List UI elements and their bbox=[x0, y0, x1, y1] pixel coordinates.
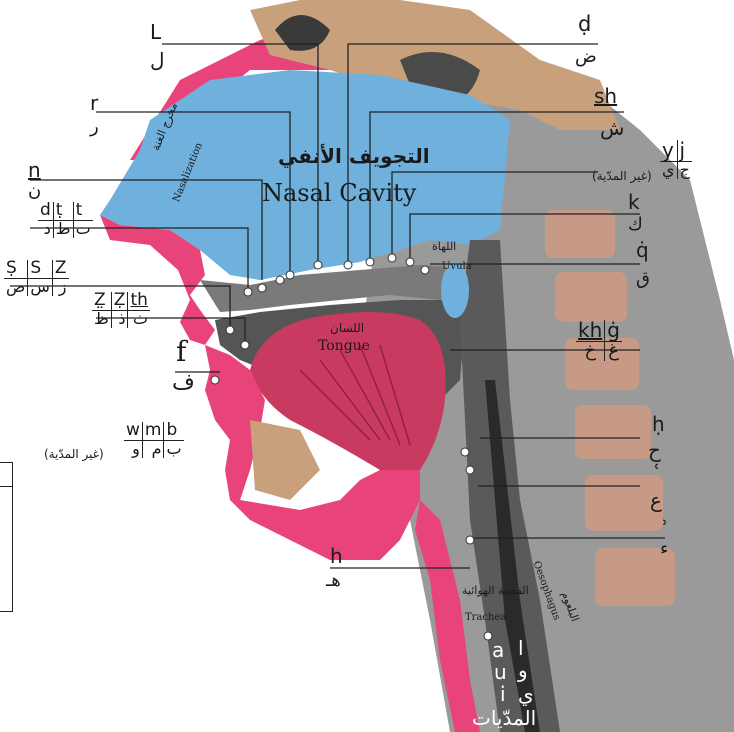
label-th-ar: ث bbox=[128, 310, 150, 327]
label-k-ar: ك bbox=[628, 216, 643, 234]
vowels-caption: المدّيات bbox=[472, 708, 536, 728]
label-L-ar: ل bbox=[150, 50, 165, 70]
vowel-a-lat: a bbox=[492, 640, 504, 660]
label-r-ar: ر bbox=[90, 118, 99, 136]
label-w-ar: و bbox=[124, 440, 142, 457]
side-box-divider bbox=[0, 486, 12, 487]
label-hamza-lat: ʾ bbox=[662, 518, 668, 538]
label-y-lat: y bbox=[660, 140, 677, 162]
label-j-ar: ج bbox=[677, 162, 692, 179]
label-z-dot-ar: ذ bbox=[111, 310, 128, 327]
label-sh-ar: ش bbox=[600, 118, 624, 138]
vowel-u-lat: u bbox=[494, 662, 507, 682]
label-z-under-lat: Z̤ bbox=[92, 292, 111, 310]
label-h-lat: h bbox=[330, 546, 343, 566]
label-s-s-z-table: Ṣ S Z ص س ز bbox=[4, 260, 69, 296]
label-y-j-table: y j ي ج bbox=[660, 140, 692, 179]
label-n-ar: ن bbox=[28, 182, 41, 200]
label-b-lat: b bbox=[164, 422, 184, 440]
label-th-lat: th bbox=[128, 292, 150, 310]
vowel-a-ar: ا bbox=[518, 638, 524, 658]
label-r-lat: r bbox=[90, 93, 98, 113]
label-z-z-th-table: Z̤ Ẓ th ظ ذ ث bbox=[92, 292, 150, 328]
label-b-ar: ب bbox=[164, 440, 184, 457]
label-ayn-ar: ع bbox=[650, 490, 662, 510]
label-h-dot-ar: ح bbox=[648, 440, 661, 460]
label-s-dot-ar: ص bbox=[4, 278, 28, 295]
label-kh-ar: خ bbox=[576, 342, 605, 361]
label-t-lat: t bbox=[73, 202, 93, 220]
label-n-lat: n bbox=[28, 160, 41, 180]
label-s-lat: S bbox=[28, 260, 53, 278]
label-z-under-ar: ظ bbox=[92, 310, 111, 327]
label-d-dot-ar: ض bbox=[575, 48, 597, 66]
label-w-m-b-table: w m b و م ب bbox=[124, 422, 184, 458]
label-y-ar: ي bbox=[660, 162, 677, 179]
label-d-dot-lat: ḍ bbox=[578, 14, 591, 35]
label-q-ar: ق bbox=[636, 270, 650, 288]
label-ayn-lat: ʿ bbox=[654, 462, 660, 482]
label-kh-gh-table: kh ġ خ غ bbox=[576, 320, 622, 361]
label-w-lat: w bbox=[124, 422, 142, 440]
label-s-dot-lat: Ṣ bbox=[4, 260, 28, 278]
label-h-ar: هـ bbox=[326, 572, 341, 590]
label-t-dot-lat: ṭ bbox=[53, 202, 73, 220]
label-hamza-ar: ء bbox=[660, 540, 668, 558]
vowel-i-ar: ي bbox=[518, 684, 534, 704]
label-z-dot-lat: Ẓ bbox=[111, 292, 128, 310]
label-d-ar: د bbox=[38, 220, 53, 237]
label-y-note: (غير المدّية) bbox=[592, 170, 652, 182]
label-gh-ar: غ bbox=[605, 342, 622, 361]
label-k-lat: k bbox=[628, 192, 640, 212]
label-d-lat: d bbox=[38, 202, 53, 220]
side-box bbox=[0, 462, 13, 612]
label-kh-lat: kh bbox=[576, 320, 605, 342]
label-m-ar: م bbox=[142, 440, 164, 457]
label-j-lat: j bbox=[677, 140, 692, 162]
label-t-dot-ar: ط bbox=[53, 220, 73, 237]
label-s-ar: س bbox=[28, 278, 53, 295]
vowel-u-ar: و bbox=[518, 660, 528, 680]
label-f-ar: ف bbox=[172, 372, 195, 394]
label-L-lat: L bbox=[150, 22, 161, 42]
label-t-ar: ت bbox=[73, 220, 93, 237]
label-f-lat: f bbox=[176, 338, 186, 366]
label-wmb-note: (غير المدّية) bbox=[44, 448, 104, 460]
label-z-lat: Z bbox=[52, 260, 68, 278]
label-z-ar: ز bbox=[52, 278, 68, 295]
label-gh-lat: ġ bbox=[605, 320, 622, 342]
label-d-t-t-table: d ṭ t د ط ت bbox=[38, 202, 93, 238]
label-m-lat: m bbox=[142, 422, 164, 440]
label-sh-lat: sh bbox=[594, 86, 617, 106]
vowel-i-lat: i bbox=[500, 684, 506, 704]
label-h-dot-lat: ḥ bbox=[652, 414, 665, 434]
label-q-lat: q̇ bbox=[636, 240, 649, 260]
